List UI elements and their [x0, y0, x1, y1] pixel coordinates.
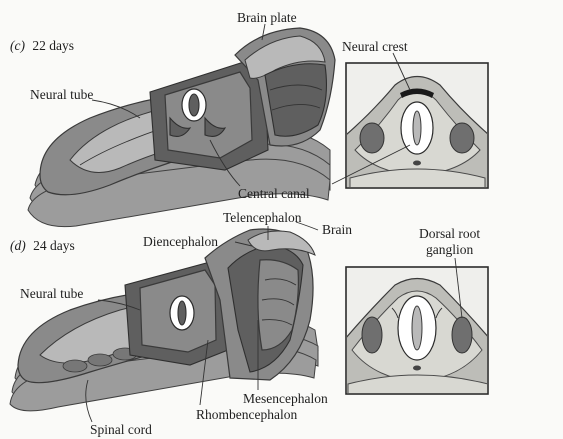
label-neural-tube-d: Neural tube	[20, 286, 83, 301]
label-dorsal-root-ganglion-line2: ganglion	[426, 242, 473, 257]
label-spinal-cord: Spinal cord	[90, 422, 152, 437]
label-neural-crest: Neural crest	[342, 39, 408, 54]
label-dorsal-root-ganglion-line1: Dorsal root	[419, 226, 480, 241]
panel-d-cross-section-inset	[340, 267, 495, 398]
label-rhombencephalon: Rhombencephalon	[196, 407, 297, 422]
label-central-canal: Central canal	[238, 186, 310, 201]
panel-c-heading: (c) 22 days	[10, 38, 74, 53]
panel-c-cross-section-inset	[340, 63, 495, 192]
label-mesencephalon: Mesencephalon	[243, 391, 328, 406]
panel-d-embryo-drawing	[10, 229, 318, 411]
label-neural-tube-c: Neural tube	[30, 87, 93, 102]
label-diencephalon: Diencephalon	[143, 234, 218, 249]
label-telencephalon: Telencephalon	[223, 210, 302, 225]
label-brain: Brain	[322, 222, 352, 237]
label-brain-plate: Brain plate	[237, 10, 297, 25]
panel-d-heading: (d) 24 days	[10, 238, 75, 253]
